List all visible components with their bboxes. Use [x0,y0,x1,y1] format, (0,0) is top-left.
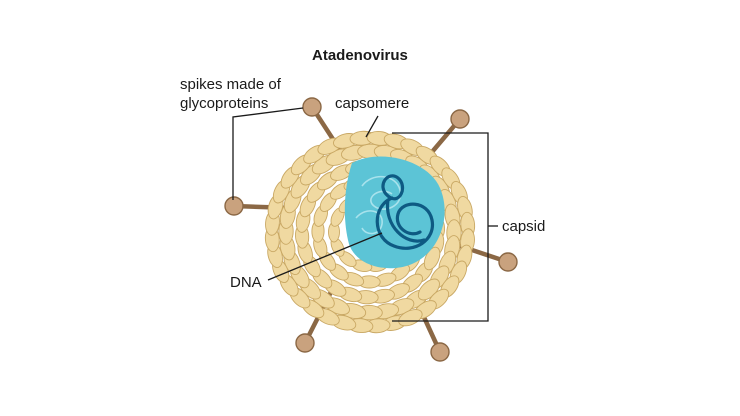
diagram-title: Atadenovirus [312,47,408,64]
spike-knob [498,252,518,272]
dna-faint-loop [355,210,383,235]
dna-faint-loop [361,175,402,210]
dna-leader-line [267,232,383,281]
spikes-leader-line [232,107,304,200]
dna-label: DNA [230,274,262,291]
capsomere [423,246,441,271]
capsid-label: capsid [502,218,546,235]
spike-knob [295,333,315,353]
capsomere [398,309,423,327]
spikes-label-line1: spikes made of [180,76,281,93]
dna-core-group [344,156,445,269]
spike-knob [430,342,450,362]
capsomere-leader-line [365,115,379,138]
leader-lines-group [232,107,498,322]
dna-strand [375,174,435,250]
capsid-bracket [392,132,489,322]
spike-knob [450,109,470,129]
spike-knob [224,196,244,216]
capsomere-label: capsomere [335,95,410,112]
spikes-label-line2: glycoproteins [180,95,269,112]
spike-knob [302,97,322,117]
